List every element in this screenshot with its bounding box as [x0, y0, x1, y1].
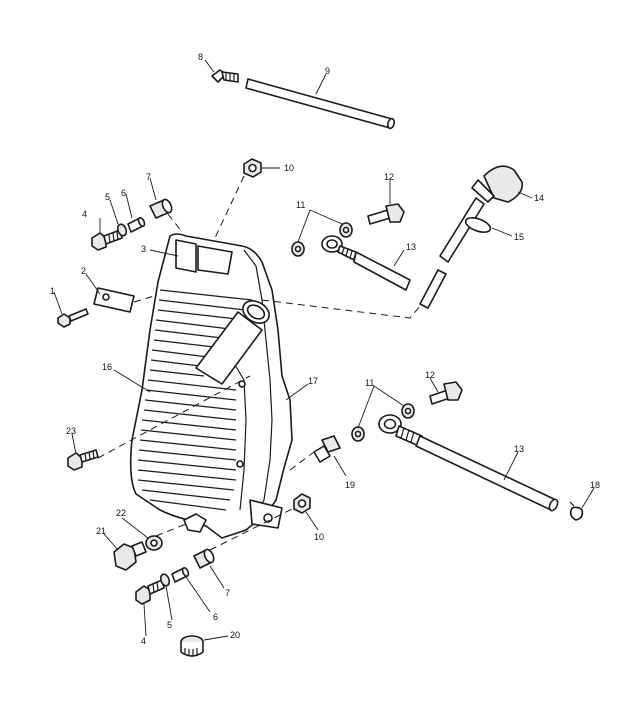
assembly-dash-lines	[97, 175, 421, 551]
callout-20: 20	[230, 630, 240, 640]
part-12-banjo-bolt-upper	[367, 203, 405, 225]
part-21-drain-plug	[113, 541, 147, 571]
callout-10: 10	[314, 532, 324, 542]
callout-23: 23	[66, 426, 76, 436]
callout-labels: 1 2 3 4 4 5 5 6 6 7 7 8 9 10 10 11 11 12…	[50, 52, 600, 646]
part-7-grommet-upper	[149, 198, 173, 219]
part-5-washer-upper	[116, 223, 128, 237]
callout-5: 5	[167, 620, 172, 630]
part-8-elbow-fitting	[211, 69, 239, 83]
callout-4: 4	[82, 209, 87, 219]
part-10-nut-lower	[293, 493, 311, 514]
part-10-nut-top	[243, 158, 262, 178]
part-11-washer-upper-a	[291, 241, 305, 257]
part-11-washer-lower-a	[351, 426, 365, 442]
tank-cooling-ribs	[137, 289, 255, 511]
callout-6: 6	[121, 188, 126, 198]
callout-9: 9	[325, 66, 330, 76]
callout-8: 8	[198, 52, 203, 62]
part-2-bracket	[93, 287, 135, 313]
callout-10: 10	[284, 163, 294, 173]
part-5-washer-lower	[159, 573, 171, 587]
part-13-oil-line-lower	[378, 414, 559, 512]
part-11-washer-upper-b	[339, 222, 353, 238]
callout-4: 4	[141, 636, 146, 646]
callout-16: 16	[102, 362, 112, 372]
callout-12: 12	[425, 370, 435, 380]
callout-17: 17	[308, 376, 318, 386]
callout-21: 21	[96, 526, 106, 536]
part-20-grommet	[180, 635, 204, 657]
dipstick-tube	[419, 269, 447, 309]
part-19-fitting	[313, 435, 341, 463]
callout-7: 7	[225, 588, 230, 598]
callout-11: 11	[296, 200, 305, 210]
part-6-spacer-lower	[171, 566, 190, 583]
part-11-washer-lower-b	[401, 403, 415, 419]
part-1-screw	[57, 308, 89, 328]
part-7-grommet-lower	[193, 548, 215, 569]
callout-7: 7	[146, 172, 151, 182]
part-12-banjo-bolt-lower	[429, 381, 463, 405]
part-13-oil-line-upper	[321, 235, 411, 291]
part-4-bolt-upper	[91, 229, 123, 251]
callout-14: 14	[534, 193, 544, 203]
part-4-bolt-lower	[135, 579, 165, 605]
callout-1: 1	[50, 286, 55, 296]
part-9-breather-hose	[245, 78, 395, 130]
callout-15: 15	[514, 232, 524, 242]
callout-19: 19	[345, 480, 355, 490]
part-16-oil-tank	[129, 233, 293, 539]
leader-lines	[53, 59, 595, 641]
callout-18: 18	[590, 480, 600, 490]
callout-5: 5	[105, 192, 110, 202]
callout-6: 6	[213, 612, 218, 622]
callout-2: 2	[81, 266, 86, 276]
callout-3: 3	[141, 244, 146, 254]
part-15-o-ring	[464, 217, 492, 233]
part-18-hose-clamp	[569, 501, 584, 521]
part-23-bolt	[67, 449, 99, 471]
callout-13: 13	[514, 444, 524, 454]
part-14-dipstick	[439, 165, 524, 263]
part-22-washer	[145, 535, 163, 551]
callout-11: 11	[365, 378, 374, 388]
callout-12: 12	[384, 172, 394, 182]
callout-13: 13	[406, 242, 416, 252]
callout-22: 22	[116, 508, 126, 518]
part-6-spacer-upper	[127, 216, 146, 233]
